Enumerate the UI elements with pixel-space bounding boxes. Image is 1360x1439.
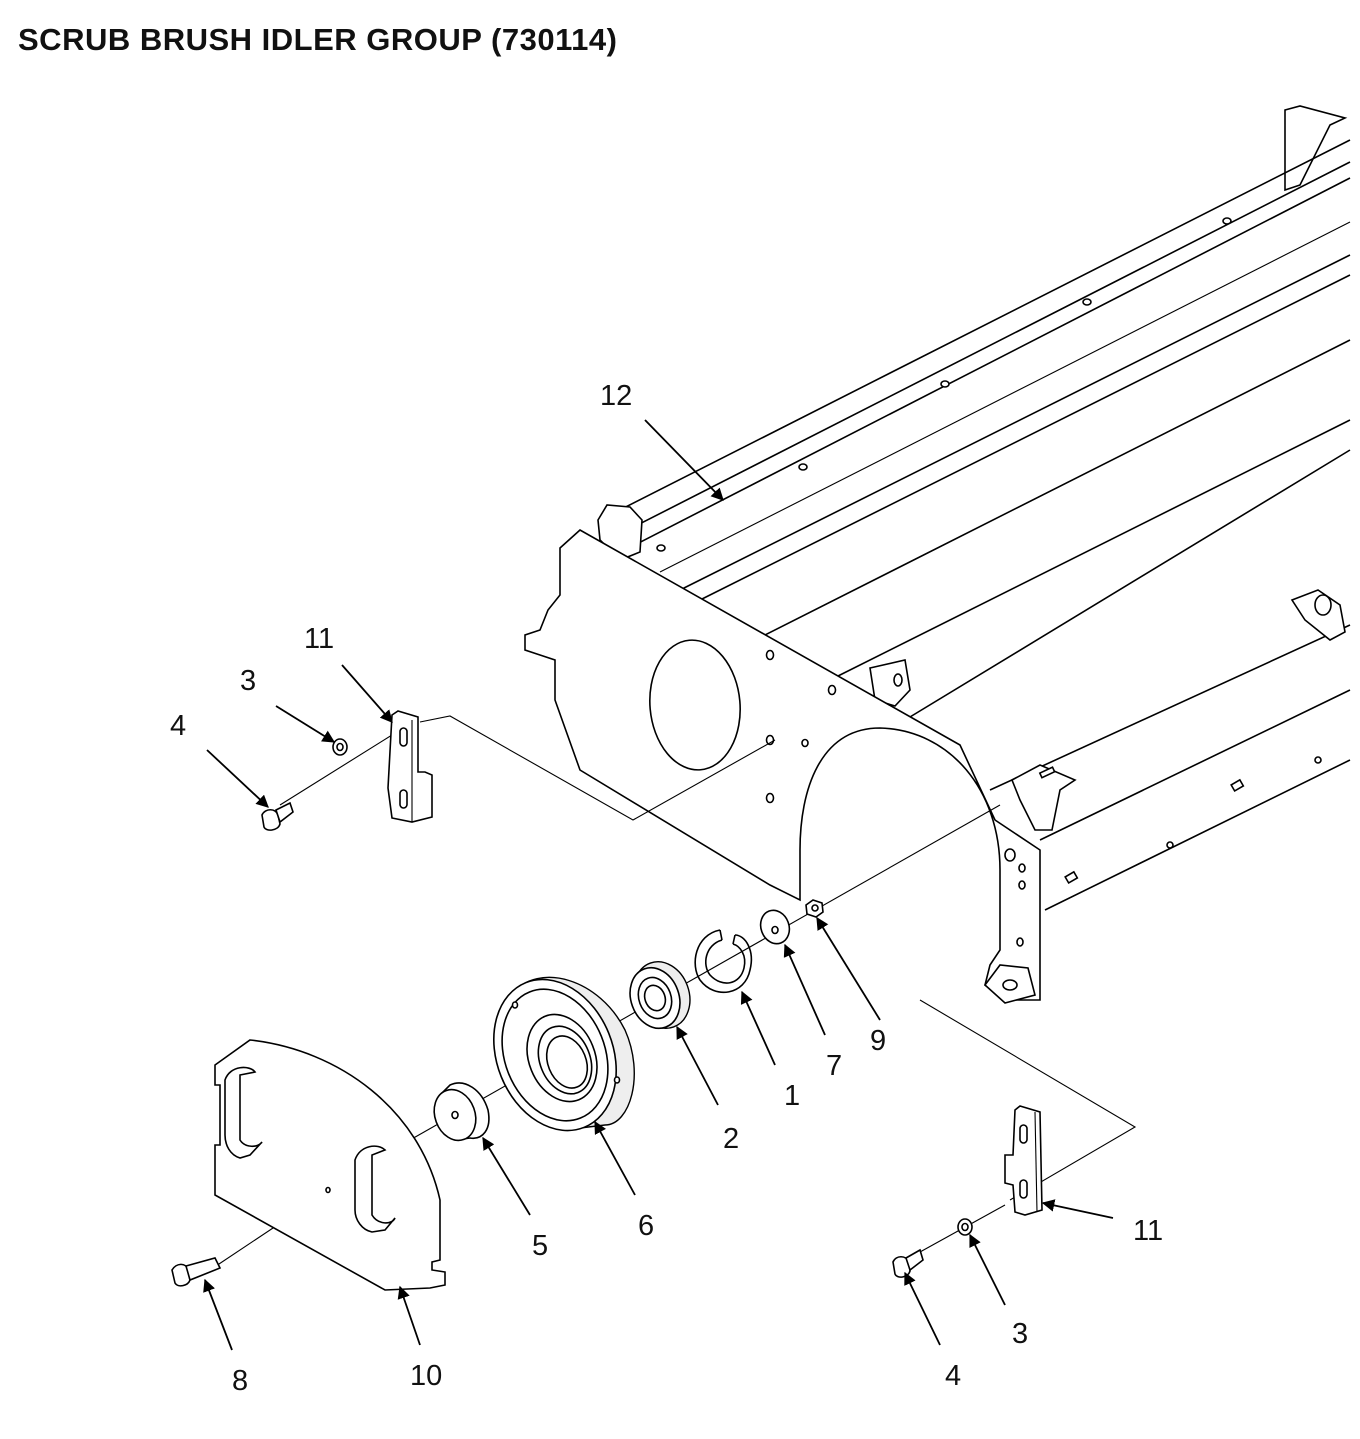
callout-11-upper: 11 bbox=[304, 623, 334, 655]
part-11-bracket-upper bbox=[387, 710, 433, 823]
callout-3-upper: 3 bbox=[240, 665, 256, 697]
callout-7: 7 bbox=[826, 1050, 842, 1082]
callout-12: 12 bbox=[600, 380, 632, 412]
callout-4-upper: 4 bbox=[170, 710, 186, 742]
part-8-bolt bbox=[171, 1257, 222, 1287]
part-11-bracket-lower bbox=[1004, 1105, 1043, 1216]
part-1-retaining-ring bbox=[694, 929, 753, 994]
end-plate bbox=[524, 529, 1041, 1001]
callout-2: 2 bbox=[723, 1123, 739, 1155]
part-6-idler-pulley bbox=[492, 976, 635, 1132]
callout-1: 1 bbox=[784, 1080, 800, 1112]
rail-holes bbox=[656, 217, 1322, 885]
callout-3-lower: 3 bbox=[1012, 1318, 1028, 1350]
part-4-bolt-upper bbox=[261, 801, 294, 831]
part-3-washer-lower bbox=[957, 1218, 973, 1236]
part-3-washer-upper bbox=[332, 738, 348, 756]
callout-10: 10 bbox=[410, 1360, 442, 1392]
callout-8: 8 bbox=[232, 1365, 248, 1397]
callout-5: 5 bbox=[532, 1230, 548, 1262]
part-7-washer bbox=[759, 909, 791, 945]
callout-6: 6 bbox=[638, 1210, 654, 1242]
page-title: SCRUB BRUSH IDLER GROUP (730114) bbox=[18, 22, 618, 57]
part-2-bearing bbox=[629, 961, 691, 1030]
brush-deck-frame bbox=[524, 105, 1351, 1004]
callout-9: 9 bbox=[870, 1025, 886, 1057]
leader-lines bbox=[203, 419, 1114, 1351]
part-9-nut bbox=[805, 899, 824, 918]
part-4-bolt-lower bbox=[892, 1248, 924, 1278]
part-10-cover bbox=[214, 1039, 446, 1291]
callout-4-lower: 4 bbox=[945, 1360, 961, 1392]
callout-11-lower: 11 bbox=[1133, 1215, 1163, 1247]
part-5-spacer bbox=[433, 1082, 490, 1142]
